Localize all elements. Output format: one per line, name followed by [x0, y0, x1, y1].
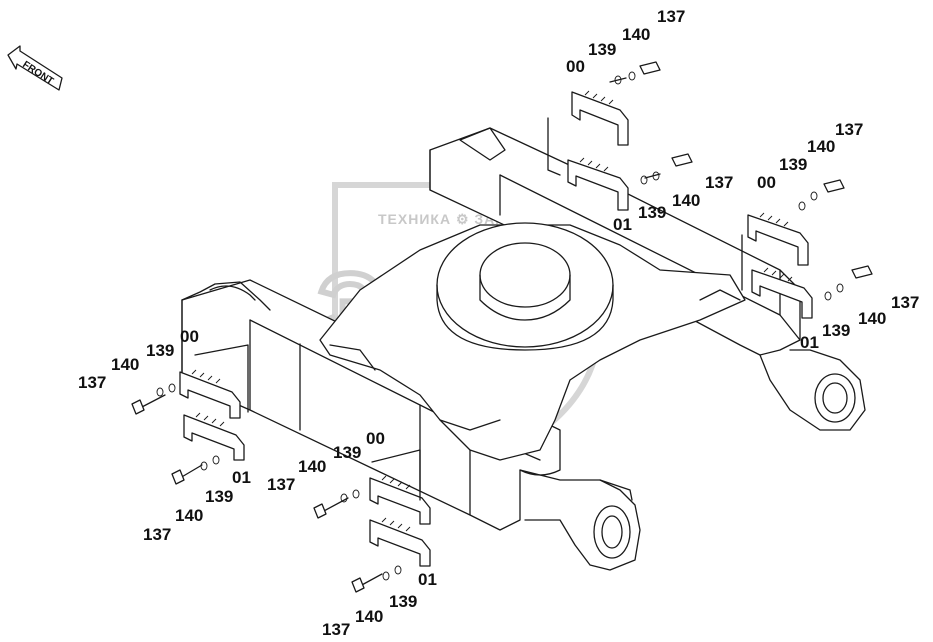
- callout-label: 140: [111, 355, 139, 374]
- callout-label: 139: [822, 321, 850, 340]
- center-frame: [319, 222, 746, 461]
- guard-bracket-right-01: [751, 267, 813, 319]
- callout-label: 139: [779, 155, 807, 174]
- callout-label: 01: [232, 468, 251, 487]
- guard-bracket-upper-01: [567, 157, 629, 211]
- front-label: FRONT: [20, 59, 55, 87]
- callout-label: 137: [78, 373, 106, 392]
- callout-label: 140: [298, 457, 326, 476]
- callout-label: 00: [566, 57, 585, 76]
- callout-label: 00: [180, 327, 199, 346]
- callout-label: 137: [657, 7, 685, 26]
- callout-label: 140: [858, 309, 886, 328]
- callout-label: 137: [267, 475, 295, 494]
- callout-label: 137: [835, 120, 863, 139]
- callout-label: 139: [205, 487, 233, 506]
- guard-bracket-right-00: [741, 212, 809, 291]
- guard-bracket-left-01: [183, 412, 245, 461]
- callout-label: 140: [355, 607, 383, 626]
- callout-label: 137: [143, 525, 171, 544]
- callout-label: 139: [588, 40, 616, 59]
- guard-bracket-lower-00: [369, 449, 431, 525]
- front-direction-arrow: FRONT: [7, 45, 63, 91]
- callout-label: 140: [672, 191, 700, 210]
- callout-label: 139: [389, 592, 417, 611]
- callout-label: 00: [366, 429, 385, 448]
- guard-bracket-upper-00: [547, 90, 629, 176]
- callout-label: 01: [800, 333, 819, 352]
- callout-label: 137: [891, 293, 919, 312]
- callout-labels: 137 140 139 00 137 140 139 01 137 140 13…: [78, 7, 919, 639]
- callout-label: 139: [146, 341, 174, 360]
- callout-label: 139: [333, 443, 361, 462]
- callout-label: 01: [418, 570, 437, 589]
- bolts-and-washers: [131, 61, 873, 593]
- callout-label: 01: [613, 215, 632, 234]
- callout-label: 140: [807, 137, 835, 156]
- callout-label: 137: [705, 173, 733, 192]
- callout-label: 140: [622, 25, 650, 44]
- callout-label: 139: [638, 203, 666, 222]
- callout-label: 140: [175, 506, 203, 525]
- callout-label: 00: [757, 173, 776, 192]
- guard-bracket-left-00: [179, 344, 249, 419]
- callout-label: 137: [322, 620, 350, 639]
- guard-bracket-lower-01: [369, 517, 431, 567]
